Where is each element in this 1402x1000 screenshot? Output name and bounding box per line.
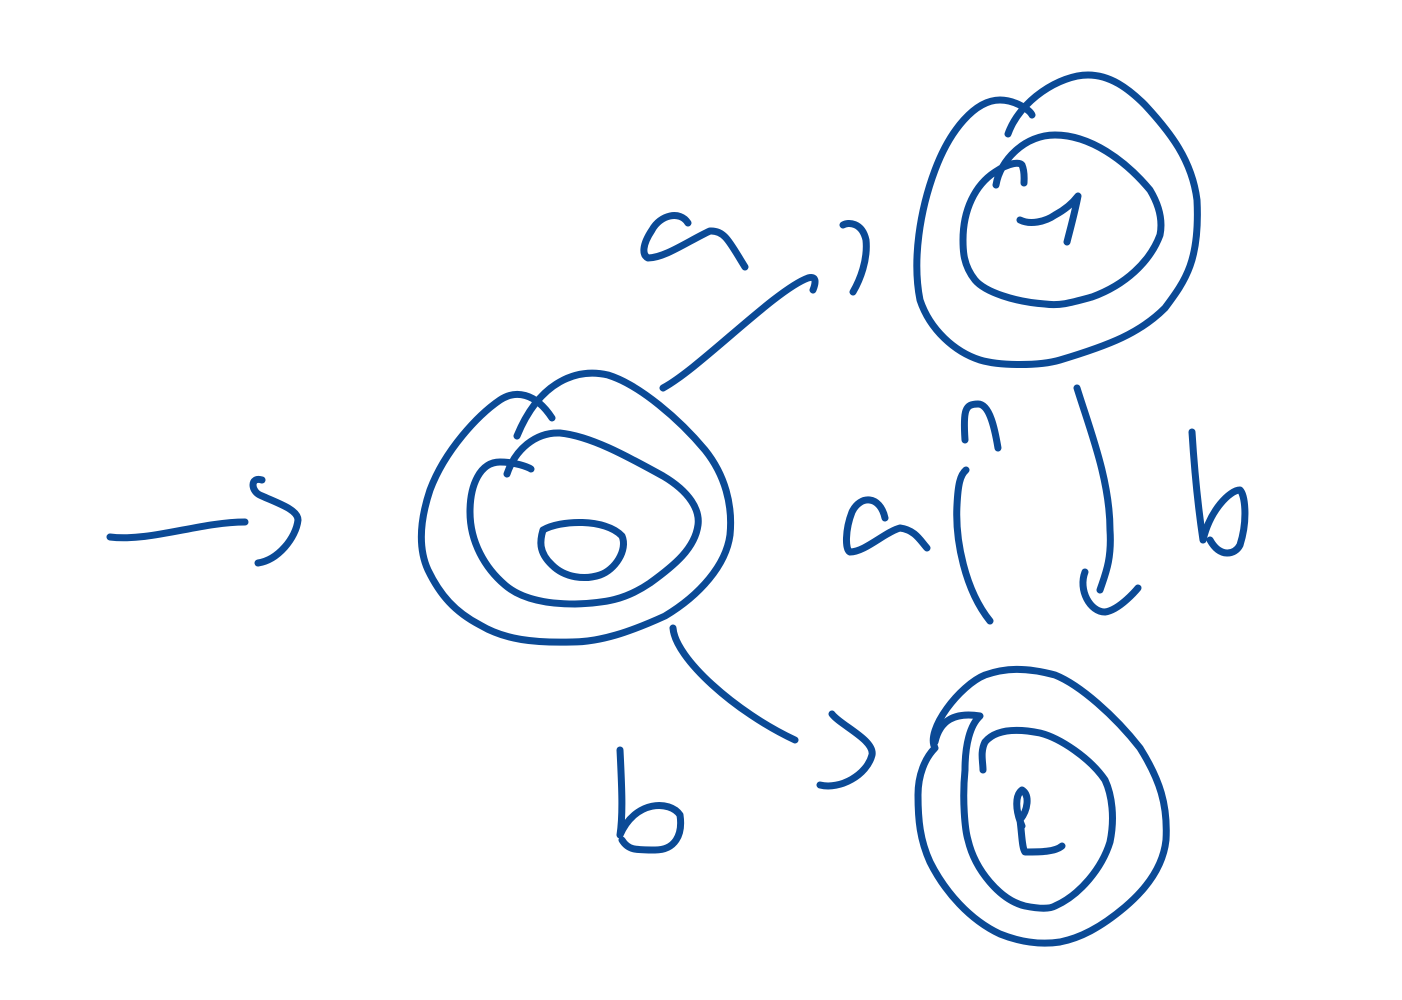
- edge-2-to-1: [953, 466, 994, 625]
- edge-1-to-2: [1073, 384, 1114, 594]
- start-arrow-shaft: [106, 518, 249, 542]
- state-0-outer-circle: [418, 369, 735, 646]
- state-2-inner-circle: [931, 711, 1116, 912]
- transition-2-to-1: [843, 400, 1002, 625]
- transition-0-to-1: [640, 212, 870, 392]
- state-2-outer-circle: [914, 665, 1170, 947]
- arrowhead-0-to-1: [839, 220, 870, 296]
- state-1-outer-circle: [913, 71, 1201, 368]
- state-1-inner-circle: [959, 131, 1165, 309]
- label-a-2-to-1: [843, 496, 931, 556]
- state-2[interactable]: [914, 665, 1170, 947]
- edge-0-to-1: [659, 274, 819, 392]
- state-0-label: [537, 519, 627, 581]
- arrowhead-0-to-2: [816, 710, 876, 790]
- arrowhead-1-to-2: [1079, 568, 1142, 616]
- ink-layer: [106, 71, 1249, 947]
- state-2-label: [1013, 786, 1066, 856]
- state-1-label: [1016, 192, 1082, 246]
- edge-0-to-2: [669, 624, 799, 744]
- label-a-0-to-1: [640, 212, 749, 271]
- start-arrow: [106, 475, 302, 567]
- state-0-inner-circle: [466, 429, 702, 608]
- transition-0-to-2: [616, 624, 876, 854]
- transition-1-to-2: [1073, 384, 1249, 616]
- start-arrow-head: [249, 475, 302, 567]
- state-0[interactable]: [418, 369, 735, 646]
- label-b-1-to-2: [1188, 428, 1249, 557]
- state-1[interactable]: [913, 71, 1201, 368]
- arrowhead-2-to-1: [960, 400, 1002, 452]
- label-b-0-to-2: [616, 746, 685, 854]
